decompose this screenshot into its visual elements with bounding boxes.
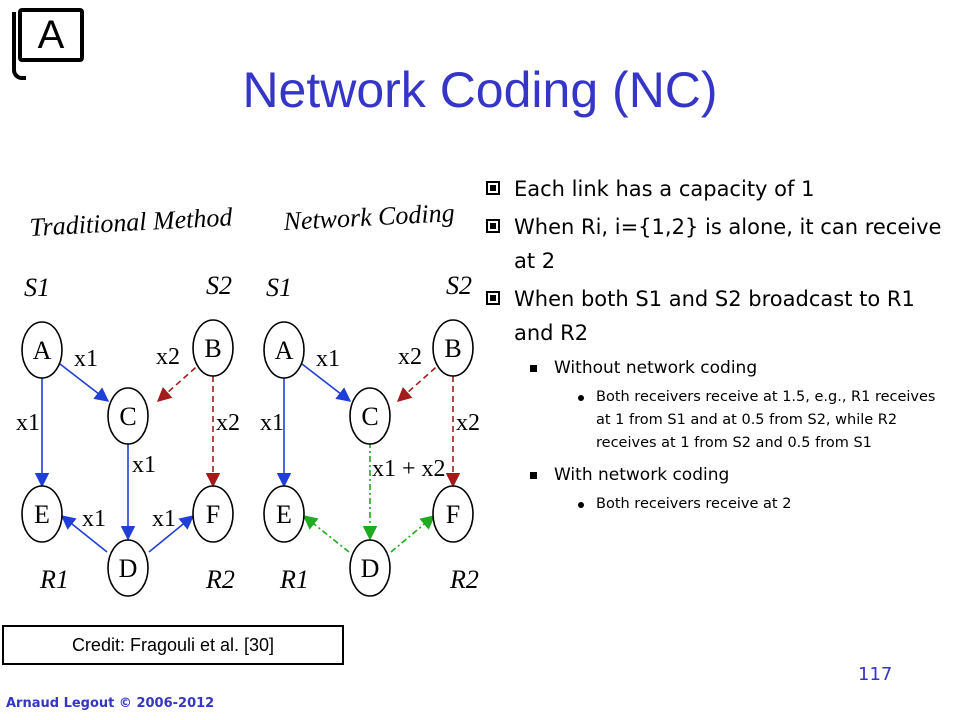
node-b: B xyxy=(192,319,234,377)
credit-box: Credit: Fragouli et al. [30] xyxy=(2,625,344,665)
svg-text:C: C xyxy=(119,402,136,431)
receiver-label: R1 xyxy=(279,565,309,594)
sub-bullet-item: With network coding xyxy=(484,461,954,489)
node-f: F xyxy=(432,485,474,543)
badge-box xyxy=(18,8,84,62)
node-a: A xyxy=(263,321,305,379)
node-b: B xyxy=(432,319,474,377)
slide-title: Network Coding (NC) xyxy=(242,62,718,118)
sub-sub-bullet-item: Both receivers receive at 2 xyxy=(484,493,954,516)
diagram-heading: Network Coding xyxy=(282,198,455,236)
edge-label-ae: x1 xyxy=(16,410,40,436)
edge-label-ac: x1 xyxy=(316,346,340,372)
receiver-label: R2 xyxy=(449,565,479,594)
svg-text:E: E xyxy=(276,500,292,529)
checkbox-bullet-icon xyxy=(486,291,500,305)
svg-text:B: B xyxy=(444,334,461,363)
bullet-list: Each link has a capacity of 1 When Ri, i… xyxy=(484,172,954,522)
edge-label-bf: x2 xyxy=(456,410,480,436)
page-number: 117 xyxy=(858,664,893,685)
svg-text:B: B xyxy=(204,334,221,363)
source-label: S2 xyxy=(206,271,232,300)
edge-d-f xyxy=(390,515,436,553)
node-a: A xyxy=(21,321,63,379)
svg-text:F: F xyxy=(446,500,460,529)
node-c: C xyxy=(107,387,149,445)
edge-d-f xyxy=(148,515,195,553)
dot-bullet-icon xyxy=(578,502,584,508)
edge-b-c xyxy=(396,360,444,402)
svg-text:E: E xyxy=(34,500,50,529)
badge-letter: A xyxy=(37,13,65,57)
edge-label-de: x1 xyxy=(82,506,106,532)
sub-bullet-item: Without network coding xyxy=(484,354,954,382)
svg-text:A: A xyxy=(33,336,52,365)
node-d: D xyxy=(349,539,391,597)
checkbox-bullet-icon xyxy=(486,181,500,195)
edge-label-bc: x2 xyxy=(398,344,422,370)
edge-b-c xyxy=(156,360,204,402)
edge-d-e xyxy=(60,515,108,553)
node-c: C xyxy=(349,387,391,445)
square-bullet-icon xyxy=(530,365,537,372)
edge-label-cd: x1 xyxy=(132,452,156,478)
edge-label-df: x1 xyxy=(152,506,176,532)
source-label: S1 xyxy=(24,273,50,302)
dot-bullet-icon xyxy=(578,395,584,401)
edge-label-ac: x1 xyxy=(74,346,98,372)
badge-scroll-shape xyxy=(12,12,26,80)
source-label: S1 xyxy=(266,273,292,302)
bullet-item: When Ri, i={1,2} is alone, it can receiv… xyxy=(484,210,954,278)
node-e: E xyxy=(21,485,63,543)
diagram-heading: Traditional Method xyxy=(29,202,234,242)
diagram-traditional: Traditional Method S1 S2 R1 R2 x1 x2 x1 … xyxy=(16,202,240,597)
square-bullet-icon xyxy=(530,472,537,479)
checkbox-bullet-icon xyxy=(486,219,500,233)
node-e: E xyxy=(263,485,305,543)
svg-text:D: D xyxy=(119,554,138,583)
edge-a-c xyxy=(59,363,110,402)
edge-a-c xyxy=(301,363,352,402)
svg-text:C: C xyxy=(361,402,378,431)
network-diagram: Traditional Method S1 S2 R1 R2 x1 x2 x1 … xyxy=(16,198,480,597)
node-d: D xyxy=(107,539,149,597)
edge-label-cd: x1 + x2 xyxy=(372,456,446,482)
source-label: S2 xyxy=(446,271,472,300)
svg-text:F: F xyxy=(206,500,220,529)
edge-label-ae: x1 xyxy=(260,410,284,436)
edge-label-bc: x2 xyxy=(156,344,180,370)
sub-sub-bullet-item: Both receivers receive at 1.5, e.g., R1 … xyxy=(484,386,954,455)
footer-copyright: Arnaud Legout © 2006-2012 xyxy=(6,696,215,711)
edge-d-e xyxy=(302,515,350,553)
bullet-item: When both S1 and S2 broadcast to R1 and … xyxy=(484,282,954,350)
edge-label-bf: x2 xyxy=(216,410,240,436)
diagram-network-coding: Network Coding S1 S2 R1 R2 x1 x2 x1 x2 x… xyxy=(260,198,480,597)
bullet-item: Each link has a capacity of 1 xyxy=(484,172,954,206)
svg-text:A: A xyxy=(275,336,294,365)
receiver-label: R2 xyxy=(205,565,235,594)
section-badge: A xyxy=(12,4,86,80)
node-f: F xyxy=(192,485,234,543)
receiver-label: R1 xyxy=(39,565,69,594)
svg-text:D: D xyxy=(361,554,380,583)
